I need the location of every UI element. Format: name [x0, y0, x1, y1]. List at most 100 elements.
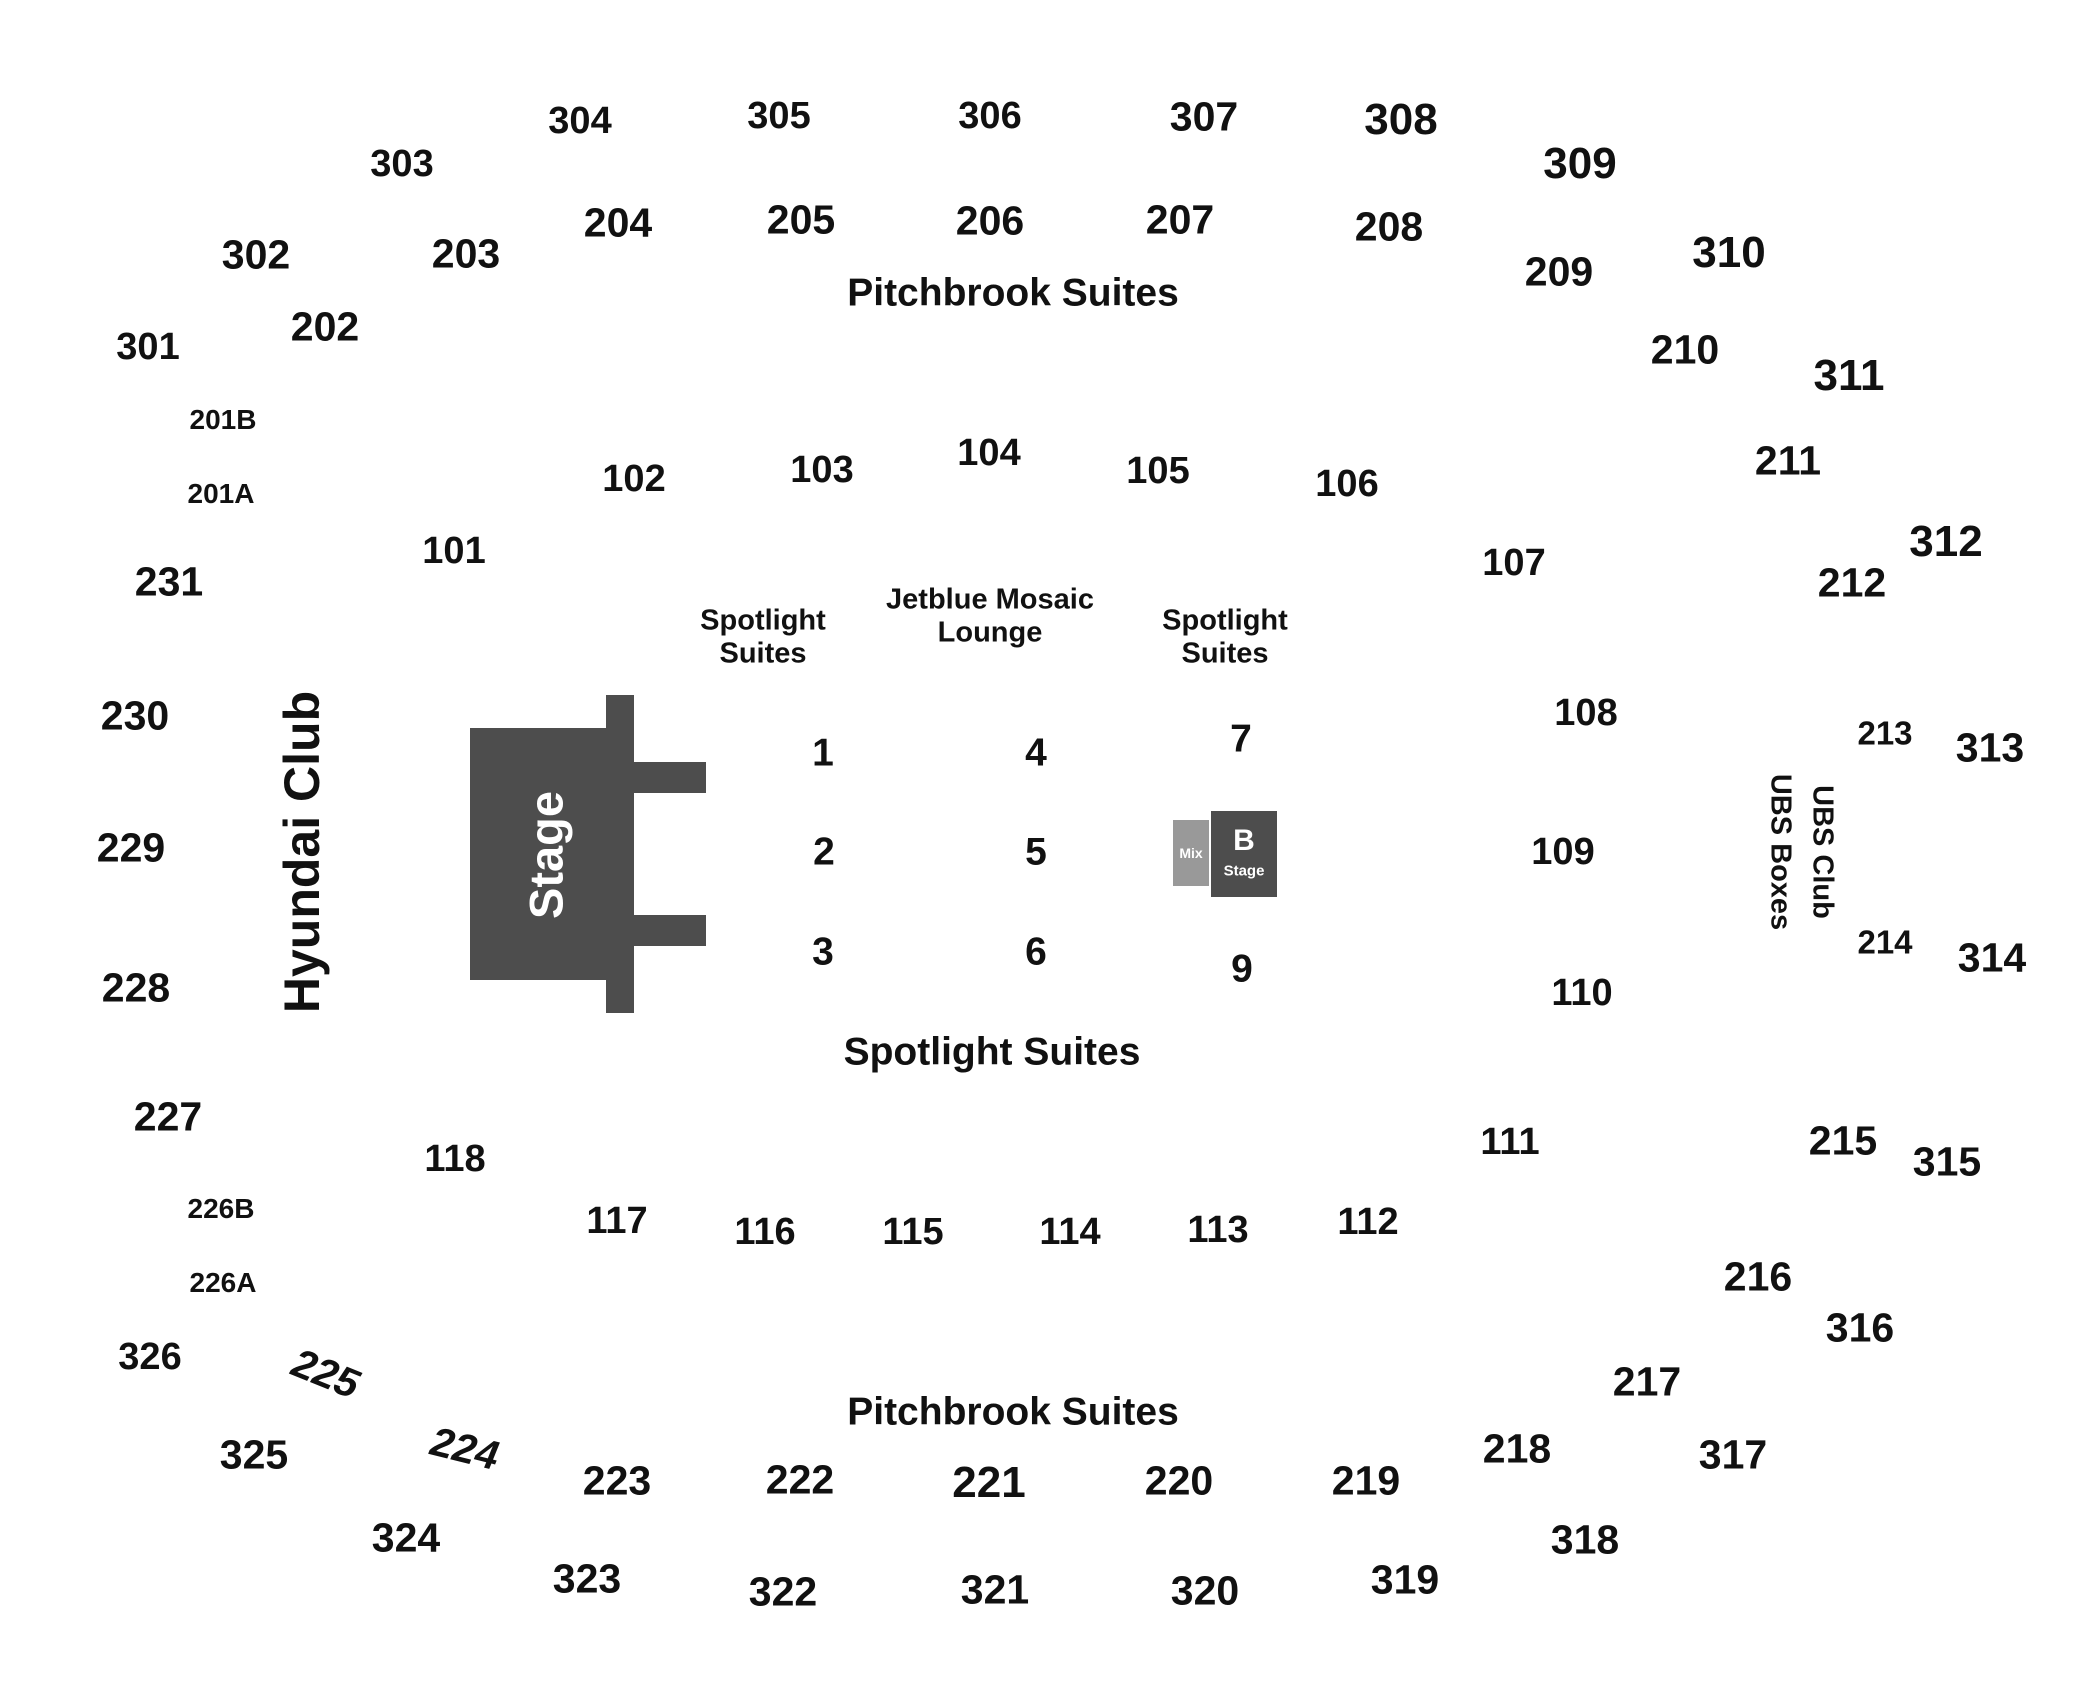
section-219[interactable]: 219 — [1331, 1457, 1401, 1504]
section-216[interactable]: 216 — [1723, 1253, 1793, 1300]
section-116[interactable]: 116 — [734, 1211, 796, 1253]
jetblue-line2: Lounge — [937, 617, 1043, 649]
section-226a[interactable]: 226A — [189, 1267, 257, 1298]
section-220[interactable]: 220 — [1144, 1457, 1214, 1504]
section-323[interactable]: 323 — [552, 1555, 622, 1602]
floor-section-9[interactable]: 9 — [1231, 947, 1253, 991]
section-105[interactable]: 105 — [1126, 450, 1190, 492]
section-211[interactable]: 211 — [1754, 437, 1822, 484]
section-320[interactable]: 320 — [1170, 1567, 1240, 1614]
section-212[interactable]: 212 — [1817, 559, 1887, 606]
section-307[interactable]: 307 — [1169, 93, 1239, 140]
pitchbrook-suites-bottom: Pitchbrook Suites — [847, 1390, 1179, 1434]
section-316[interactable]: 316 — [1825, 1304, 1895, 1351]
section-206[interactable]: 206 — [955, 197, 1025, 244]
section-315[interactable]: 315 — [1912, 1138, 1982, 1185]
section-201a[interactable]: 201A — [187, 478, 255, 509]
section-324[interactable]: 324 — [371, 1514, 441, 1561]
floor-section-2[interactable]: 2 — [813, 830, 835, 874]
section-310[interactable]: 310 — [1692, 228, 1766, 277]
section-112[interactable]: 112 — [1337, 1201, 1399, 1243]
section-228[interactable]: 228 — [101, 964, 171, 1011]
section-110[interactable]: 110 — [1551, 972, 1613, 1014]
section-308[interactable]: 308 — [1364, 95, 1438, 144]
section-231[interactable]: 231 — [134, 558, 204, 605]
section-229[interactable]: 229 — [96, 824, 166, 871]
jetblue-mosaic-lounge: Jetblue Mosaic Lounge — [886, 584, 1094, 651]
section-101[interactable]: 101 — [422, 530, 486, 572]
b-stage[interactable] — [1211, 811, 1277, 897]
main-stage[interactable] — [470, 695, 706, 1013]
section-103[interactable]: 103 — [790, 449, 854, 491]
section-313[interactable]: 313 — [1955, 724, 2025, 771]
section-304[interactable]: 304 — [548, 100, 612, 142]
section-108[interactable]: 108 — [1554, 692, 1618, 734]
section-111[interactable]: 111 — [1480, 1121, 1540, 1163]
section-321[interactable]: 321 — [960, 1566, 1030, 1613]
section-326[interactable]: 326 — [118, 1336, 182, 1378]
section-230[interactable]: 230 — [100, 692, 170, 739]
section-309[interactable]: 309 — [1543, 139, 1617, 188]
section-201b[interactable]: 201B — [189, 404, 257, 435]
section-325[interactable]: 325 — [219, 1431, 289, 1478]
section-215[interactable]: 215 — [1808, 1117, 1878, 1164]
ubs-boxes-label: UBS Boxes — [1764, 773, 1797, 931]
section-114[interactable]: 114 — [1039, 1211, 1101, 1253]
section-117[interactable]: 117 — [586, 1200, 648, 1242]
section-204[interactable]: 204 — [583, 199, 653, 246]
section-208[interactable]: 208 — [1354, 203, 1424, 250]
section-305[interactable]: 305 — [747, 95, 811, 137]
section-322[interactable]: 322 — [748, 1568, 818, 1615]
section-202[interactable]: 202 — [290, 303, 360, 350]
floor-section-4[interactable]: 4 — [1025, 731, 1047, 775]
section-207[interactable]: 207 — [1145, 196, 1215, 243]
section-106[interactable]: 106 — [1315, 463, 1379, 505]
section-104[interactable]: 104 — [957, 432, 1021, 474]
section-317[interactable]: 317 — [1698, 1431, 1768, 1478]
floor-section-6[interactable]: 6 — [1025, 930, 1047, 974]
jetblue-line1: Jetblue Mosaic — [886, 583, 1094, 616]
section-214[interactable]: 214 — [1857, 923, 1913, 961]
section-118[interactable]: 118 — [424, 1138, 486, 1180]
section-226b[interactable]: 226B — [187, 1193, 255, 1224]
section-209[interactable]: 209 — [1524, 248, 1594, 295]
section-213[interactable]: 213 — [1857, 714, 1913, 752]
section-107[interactable]: 107 — [1482, 542, 1546, 584]
section-312[interactable]: 312 — [1909, 517, 1983, 566]
mix-label: Mix — [1179, 845, 1203, 861]
section-303[interactable]: 303 — [370, 143, 434, 185]
b-stage-letter: B — [1233, 824, 1255, 857]
spotlight-suites-right: Spotlight Suites — [1162, 605, 1288, 672]
section-109[interactable]: 109 — [1531, 831, 1595, 873]
section-222[interactable]: 222 — [765, 1456, 835, 1503]
section-203[interactable]: 203 — [431, 230, 501, 277]
hyundai-club-label: Hyundai Club — [274, 690, 330, 1014]
section-314[interactable]: 314 — [1957, 934, 2027, 981]
section-311[interactable]: 311 — [1813, 351, 1885, 400]
section-302[interactable]: 302 — [221, 231, 291, 278]
section-227[interactable]: 227 — [133, 1093, 203, 1140]
section-115[interactable]: 115 — [882, 1211, 944, 1253]
ubs-club-label: UBS Club — [1806, 785, 1839, 919]
section-223[interactable]: 223 — [582, 1457, 652, 1504]
section-205[interactable]: 205 — [766, 196, 836, 243]
floor-section-5[interactable]: 5 — [1025, 830, 1047, 874]
section-221[interactable]: 221 — [952, 1458, 1026, 1507]
section-319[interactable]: 319 — [1370, 1556, 1440, 1603]
section-217[interactable]: 217 — [1612, 1358, 1682, 1405]
spotlight-suites-left: Spotlight Suites — [700, 605, 826, 672]
floor-section-7[interactable]: 7 — [1230, 717, 1252, 761]
pitchbrook-suites-top: Pitchbrook Suites — [847, 271, 1179, 315]
floor-section-3[interactable]: 3 — [812, 930, 834, 974]
mix-position[interactable] — [1173, 820, 1209, 886]
floor-section-1[interactable]: 1 — [812, 731, 834, 775]
section-210[interactable]: 210 — [1650, 326, 1720, 373]
section-318[interactable]: 318 — [1550, 1516, 1620, 1563]
section-301[interactable]: 301 — [116, 326, 180, 368]
section-306[interactable]: 306 — [958, 95, 1022, 137]
section-218[interactable]: 218 — [1482, 1425, 1552, 1472]
section-102[interactable]: 102 — [602, 458, 666, 500]
section-113[interactable]: 113 — [1187, 1209, 1249, 1251]
